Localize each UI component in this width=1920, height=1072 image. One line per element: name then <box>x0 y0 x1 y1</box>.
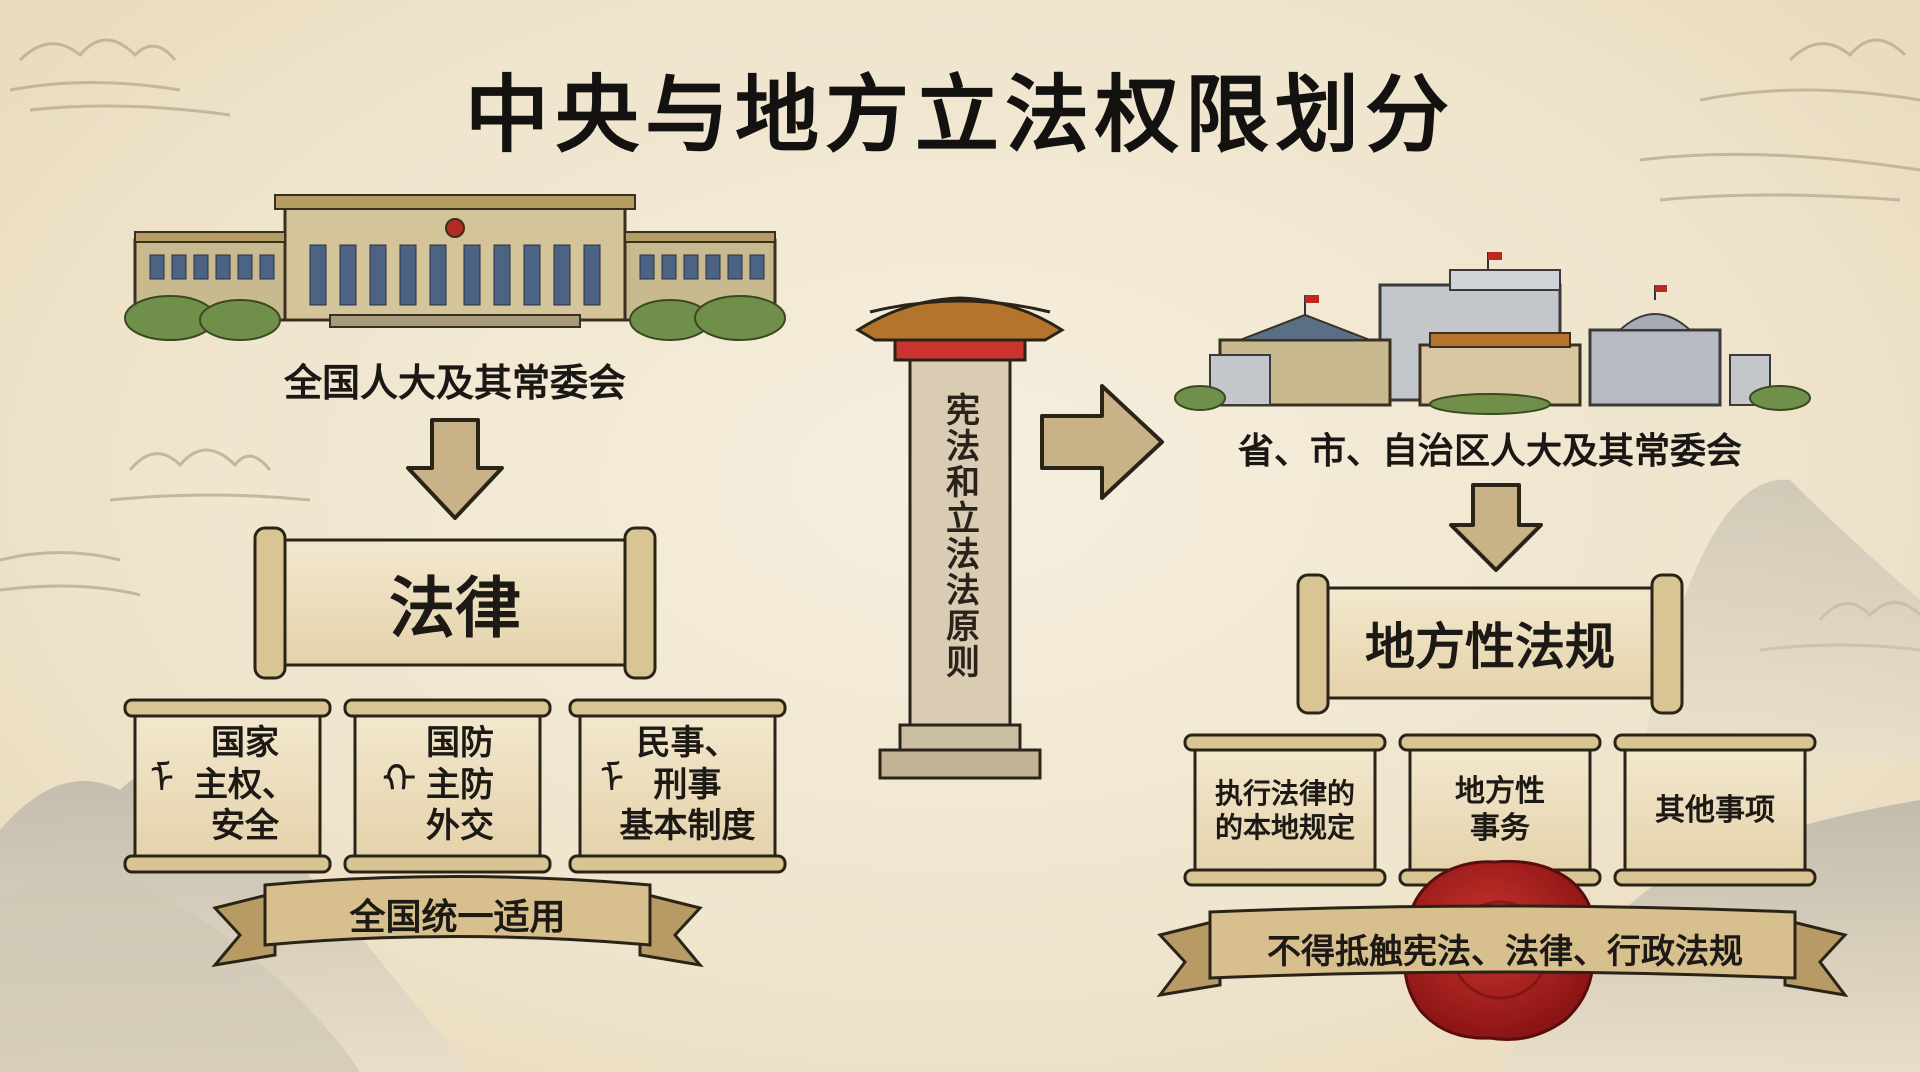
central-banner-text: 全国统一适用 <box>349 897 566 938</box>
central-matter-1-line2: 主权、 <box>194 764 296 805</box>
local-body-label: 省、市、自治区人大及其常委会 <box>1237 431 1742 472</box>
central-matter-3-line1: 民事、 <box>636 723 739 764</box>
page-title: 中央与地方立法权限划分 <box>464 66 1455 164</box>
law-label: 法律 <box>389 569 521 647</box>
central-matter-3-line3: 基本制度 <box>619 806 756 847</box>
right-arrow <box>1040 384 1164 500</box>
down-arrow-central <box>406 418 504 520</box>
local-regulation-label: 地方性法规 <box>1365 617 1615 676</box>
local-banner-text: 不得抵触宪法、法律、行政法规 <box>1267 932 1743 972</box>
local-matter-1-line2: 的本地规定 <box>1214 811 1355 844</box>
central-body-label: 全国人大及其常委会 <box>283 361 626 405</box>
local-regulation-scroll <box>1296 573 1684 715</box>
cloud-decoration-left <box>0 448 311 597</box>
central-matter-1: 国家 主权、 安全 <box>175 718 315 853</box>
cloud-decoration-top-left <box>9 38 231 117</box>
central-matter-scrolls <box>123 698 787 874</box>
central-banner <box>211 875 704 968</box>
local-matter-1: 执行法律的 的本地规定 <box>1200 752 1370 870</box>
local-matter-1-line1: 执行法律的 <box>1214 776 1355 810</box>
cloud-decoration-top-right <box>1639 38 1920 202</box>
local-matter-2: 地方性 事务 <box>1415 752 1585 870</box>
central-matter-2-line2: 主防 <box>426 764 494 805</box>
central-matter-3: 民事、 刑事 基本制度 <box>605 718 770 853</box>
constitution-pillar <box>855 296 1065 780</box>
pillar-text: 宪法和立法法原则 <box>939 392 980 680</box>
local-matter-3-line1: 其他事项 <box>1655 792 1775 828</box>
mongolian-script-decoration-3: ᠮ <box>600 757 625 803</box>
central-matter-1-line1: 国家 <box>211 723 279 764</box>
law-scroll <box>253 526 657 680</box>
mongolian-script-decoration-2: ᠬ <box>382 757 417 803</box>
mongolian-script-decoration-1: ᠮ <box>150 757 175 803</box>
great-hall-building <box>124 194 786 341</box>
local-matter-3: 其他事项 <box>1630 752 1800 870</box>
local-matter-2-line2: 事务 <box>1470 811 1530 846</box>
central-matter-2: 国防 主防 外交 <box>390 718 530 853</box>
local-matter-2-line1: 地方性 <box>1455 774 1545 810</box>
local-banner <box>1156 904 1849 998</box>
central-matter-2-line1: 国防 <box>426 723 494 764</box>
local-government-buildings <box>1174 252 1811 415</box>
central-matter-3-line2: 刑事 <box>653 764 722 805</box>
central-matter-1-line3: 安全 <box>211 806 279 847</box>
central-matter-2-line3: 外交 <box>426 806 494 847</box>
down-arrow-local <box>1449 483 1543 572</box>
